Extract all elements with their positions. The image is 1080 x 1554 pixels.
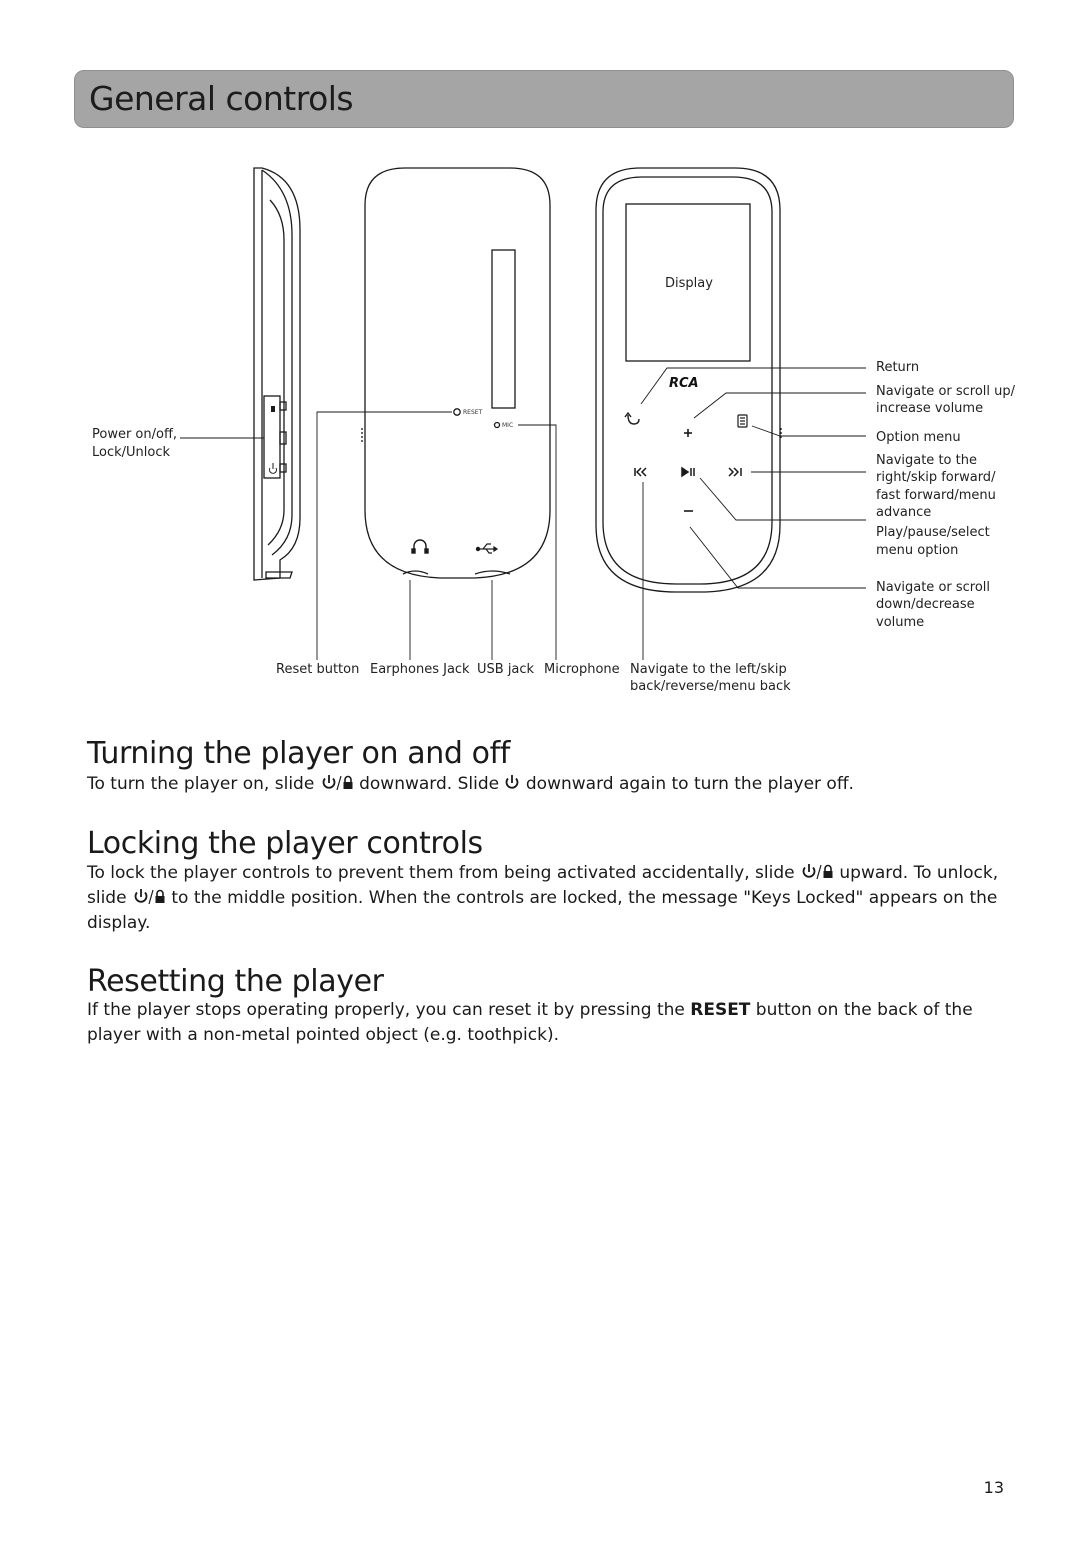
player-front-view bbox=[595, 167, 781, 593]
reset-mark: RESET bbox=[463, 409, 483, 416]
label-nav-right-2: right/skip forward/ bbox=[876, 470, 996, 485]
player-back-view bbox=[361, 167, 551, 579]
player-side-view bbox=[253, 167, 301, 581]
lock-glyph-side bbox=[271, 406, 275, 412]
paragraph-resetting: If the player stops operating properly, … bbox=[87, 1000, 973, 1045]
label-nav-right-4: advance bbox=[876, 505, 931, 520]
usb-icon bbox=[475, 543, 499, 554]
label-nav-up-1: Navigate or scroll up/ bbox=[876, 384, 1016, 399]
menu-button-icon bbox=[737, 414, 748, 428]
label-nav-right-1: Navigate to the bbox=[876, 453, 977, 468]
label-nav-left-1: Navigate to the left/skip bbox=[630, 662, 787, 677]
label-nav-down-2: down/decrease bbox=[876, 597, 975, 612]
label-nav-down-3: volume bbox=[876, 615, 924, 630]
power-lock-icon bbox=[802, 864, 833, 880]
mic-hole bbox=[493, 421, 501, 429]
callout-lines bbox=[180, 367, 866, 660]
power-lock-icon bbox=[322, 775, 353, 791]
paragraph-turning: To turn the player on, slide downward. S… bbox=[87, 774, 854, 794]
display-label: Display bbox=[665, 276, 713, 291]
label-power-1: Power on/off, bbox=[92, 427, 177, 442]
label-play-1: Play/pause/select bbox=[876, 525, 990, 540]
label-nav-left-2: back/reverse/menu back bbox=[630, 679, 791, 694]
heading-locking: Locking the player controls bbox=[87, 826, 483, 861]
label-return: Return bbox=[876, 360, 919, 375]
label-nav-down-1: Navigate or scroll bbox=[876, 580, 990, 595]
label-option-menu: Option menu bbox=[876, 430, 961, 445]
page-number: 13 bbox=[983, 1478, 1004, 1497]
label-nav-up-2: increase volume bbox=[876, 401, 983, 416]
label-play-2: menu option bbox=[876, 543, 958, 558]
power-glyph-side bbox=[269, 463, 277, 474]
skip-back-button-icon bbox=[634, 467, 647, 477]
power-lock-icon bbox=[134, 889, 165, 905]
skip-forward-button-icon bbox=[728, 467, 742, 477]
play-pause-button-icon bbox=[681, 466, 695, 478]
brand-logo: RCA bbox=[669, 376, 699, 391]
headphone-icon bbox=[411, 539, 429, 554]
label-usb-jack: USB jack bbox=[477, 662, 535, 677]
label-earphones-jack: Earphones Jack bbox=[370, 662, 470, 677]
label-microphone: Microphone bbox=[544, 662, 620, 677]
page-title: General controls bbox=[89, 79, 354, 118]
mic-mark: MIC bbox=[502, 422, 513, 429]
heading-turning: Turning the player on and off bbox=[87, 736, 510, 771]
label-reset-button: Reset button bbox=[276, 662, 359, 677]
label-nav-right-3: fast forward/menu bbox=[876, 488, 996, 503]
label-power-2: Lock/Unlock bbox=[92, 445, 170, 460]
reset-hole bbox=[453, 408, 461, 416]
display-screen bbox=[625, 203, 751, 362]
volume-up-button-icon bbox=[684, 429, 692, 437]
return-button-icon bbox=[624, 411, 640, 425]
player-controls-diagram: RESET MIC Display RCA bbox=[92, 167, 1016, 694]
paragraph-locking: To lock the player controls to prevent t… bbox=[87, 863, 999, 933]
heading-resetting: Resetting the player bbox=[87, 964, 384, 999]
power-icon bbox=[506, 775, 519, 789]
section-header-bar: General controls bbox=[74, 70, 1014, 128]
